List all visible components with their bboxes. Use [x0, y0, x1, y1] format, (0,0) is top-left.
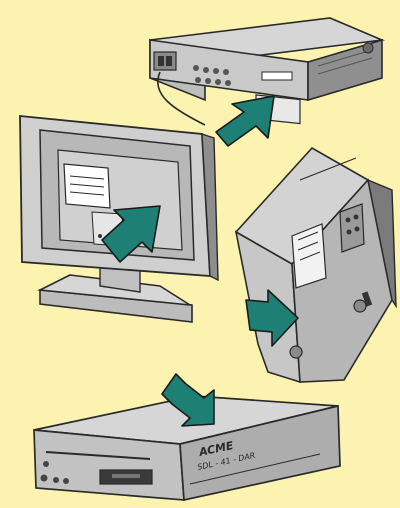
illustration: ACME SDL - 41 - DAR: [0, 0, 400, 508]
illustration-canvas: ACME SDL - 41 - DAR: [0, 0, 400, 508]
